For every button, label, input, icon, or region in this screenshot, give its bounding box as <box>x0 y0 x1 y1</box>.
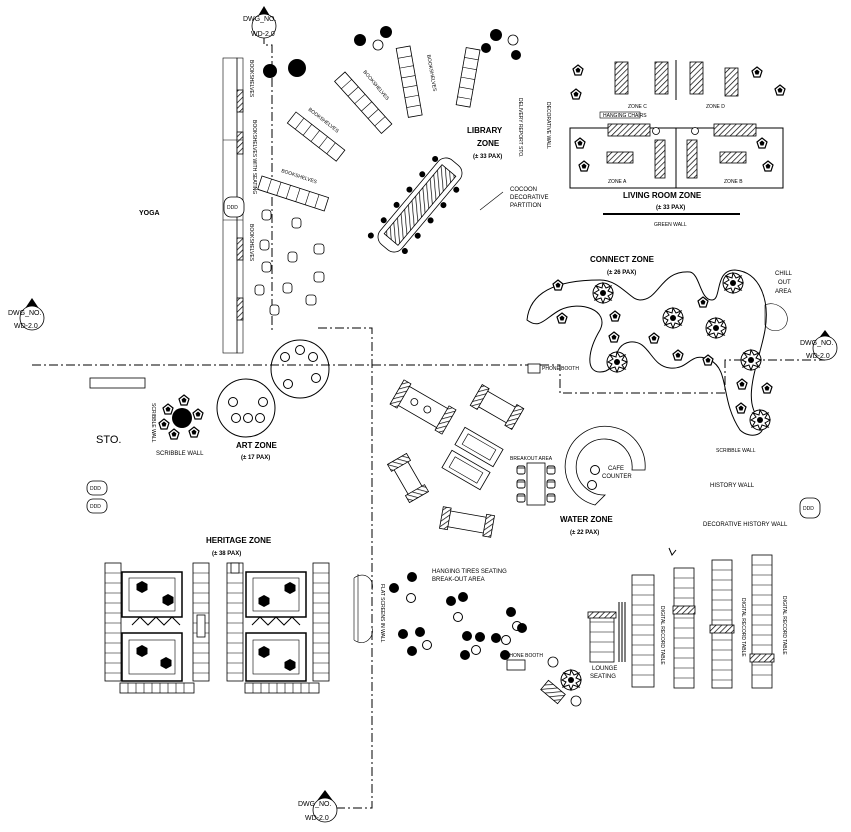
marker-left-text: DWG_NO. <box>8 310 42 317</box>
living-room-zone: HANGING CHAIRS ZONE C ZONE D ZONE A ZONE… <box>569 60 786 228</box>
scribble-wall-vertical: SCRIBBLE WALL <box>150 403 156 443</box>
marker-right-ref: WD-2.0 <box>806 353 830 360</box>
display-table-1-label: DIGITAL RECORD TABLE <box>659 606 665 665</box>
lounge-label-2: SEATING <box>590 674 616 680</box>
decorative-wall-label: DECORATIVE WALL <box>545 102 551 149</box>
art-zone-capacity: (± 17 PAX) <box>241 455 270 461</box>
art-zone: SCRIBBLE WALL SCRIBBLE WALL ART ZONE (± … <box>150 339 330 461</box>
marker-right-text: DWG_NO. <box>800 340 834 347</box>
scribble-wall-art-label: SCRIBBLE WALL <box>156 451 204 457</box>
zone-c-label: ZONE C <box>628 104 647 110</box>
living-room-title: LIVING ROOM ZONE <box>623 191 702 200</box>
bookshelf-wall: BOOKSHELVES WITH SEATING BOOKSHELVES BOO… <box>222 57 257 354</box>
heritage-zone-title: HERITAGE ZONE <box>206 536 272 545</box>
heritage-zone: HERITAGE ZONE (± 38 PAX) <box>104 536 330 694</box>
section-marker-right: DWG_NO. WD-2.0 <box>800 330 838 361</box>
display-table-2-label: DIGITAL RECORD TABLE <box>740 598 746 657</box>
storage-label: STO. <box>96 434 121 446</box>
ddd-tag-2: DDD <box>90 504 101 510</box>
ddd-tag-1: DDD <box>90 486 101 492</box>
chill-out-label-3: AREA <box>775 289 791 295</box>
scribble-wall-right-label: SCRIBBLE WALL <box>716 448 756 454</box>
heritage-zone-capacity: (± 38 PAX) <box>212 551 241 557</box>
library-zone-title: LIBRARY <box>467 126 503 135</box>
cafe-label-1: CAFE <box>608 466 624 472</box>
breakout-area-label: BREAKOUT AREA <box>510 456 553 462</box>
display-table-3-label: DIGITAL RECORD TABLE <box>781 596 787 655</box>
lounge-seating: LOUNGE SEATING DIGITAL RECORD TABLE DIGI… <box>540 547 787 707</box>
lounge-label-1: LOUNGE <box>592 666 617 672</box>
water-zone-title: WATER ZONE <box>560 515 613 524</box>
bookshelves-tag-2: BOOKSHELVES <box>248 224 254 262</box>
living-room-capacity: (± 33 PAX) <box>656 205 685 211</box>
cocoon-label-2: DECORATIVE <box>510 195 549 201</box>
flat-screens-label: FLAT SCREENS IN WALL <box>379 584 385 643</box>
library-zone-title-2: ZONE <box>477 139 500 148</box>
library-zone: BOOKSHELVES BOOKSHELVES BOOKSHELVES BOOK… <box>254 26 551 316</box>
connect-zone-title: CONNECT ZONE <box>590 255 655 264</box>
cocoon-label-1: COCOON <box>510 187 537 193</box>
hanging-tires-label-2: BREAK-OUT AREA <box>432 577 485 583</box>
bookshelves-tag-1: BOOKSHELVES <box>248 60 254 98</box>
chill-out-label-1: CHILL <box>775 271 793 277</box>
history-wall-label: HISTORY WALL <box>710 483 755 489</box>
yoga-area: YOGA STO. DDD DDD DDD <box>86 210 821 519</box>
section-marker-bottom: DWG_NO. WD-2.0 <box>298 790 338 823</box>
hanging-tires-area: HANGING TIRES SEATING BREAK-OUT AREA PHO… <box>353 569 543 671</box>
green-wall-label: GREEN WALL <box>654 222 687 228</box>
library-zone-capacity: (± 33 PAX) <box>473 154 502 160</box>
chill-out-label-2: OUT <box>778 280 791 286</box>
yoga-label: YOGA <box>139 210 160 217</box>
section-marker-left: DWG_NO. WD-2.0 <box>8 298 45 331</box>
phone-booth-label: PHONE BOOTH <box>542 366 579 372</box>
cafe-label-2: COUNTER <box>602 474 632 480</box>
water-zone-capacity: (± 22 PAX) <box>570 530 599 536</box>
hanging-tires-label-1: HANGING TIRES SEATING <box>432 569 507 575</box>
marker-top-text: DWG_NO. <box>243 16 277 23</box>
marker-left-ref: WD-2.0 <box>14 323 38 330</box>
delivery-report-label: DELIVERY REPORT STO. <box>517 98 523 158</box>
phone-booth-2-label: PHONE BOOTH <box>506 653 543 659</box>
zone-d-label: ZONE D <box>706 104 725 110</box>
zone-b-label: ZONE B <box>724 179 743 185</box>
ddd-tag-top: DDD <box>227 205 238 211</box>
cocoon-label-3: PARTITION <box>510 203 541 209</box>
art-zone-title: ART ZONE <box>236 441 278 450</box>
water-zone: BREAKOUT AREA CAFE COUNTER WATER ZONE (±… <box>386 379 788 538</box>
bookshelves-seating-label: BOOKSHELVES WITH SEATING <box>251 120 257 194</box>
zone-a-label: ZONE A <box>608 179 627 185</box>
decorative-history-wall-label: DECORATIVE HISTORY WALL <box>703 522 788 528</box>
marker-bottom-text: DWG_NO. <box>298 801 332 808</box>
connect-zone: CONNECT ZONE (± 26 PAX) CHILL OUT AREA P… <box>526 255 793 454</box>
bookshelves-tag-5: BOOKSHELVES <box>280 168 318 185</box>
section-marker-top: DWG_NO. WD-2.0 <box>243 6 277 39</box>
hanging-chairs-label: HANGING CHAIRS <box>603 113 647 119</box>
connect-zone-capacity: (± 26 PAX) <box>607 270 636 276</box>
marker-top-ref: WD-2.0 <box>251 31 275 38</box>
marker-bottom-ref: WD-2.0 <box>305 815 329 822</box>
ddd-tag-3: DDD <box>803 506 814 512</box>
bookshelves-tag-6: BOOKSHELVES <box>425 54 437 92</box>
